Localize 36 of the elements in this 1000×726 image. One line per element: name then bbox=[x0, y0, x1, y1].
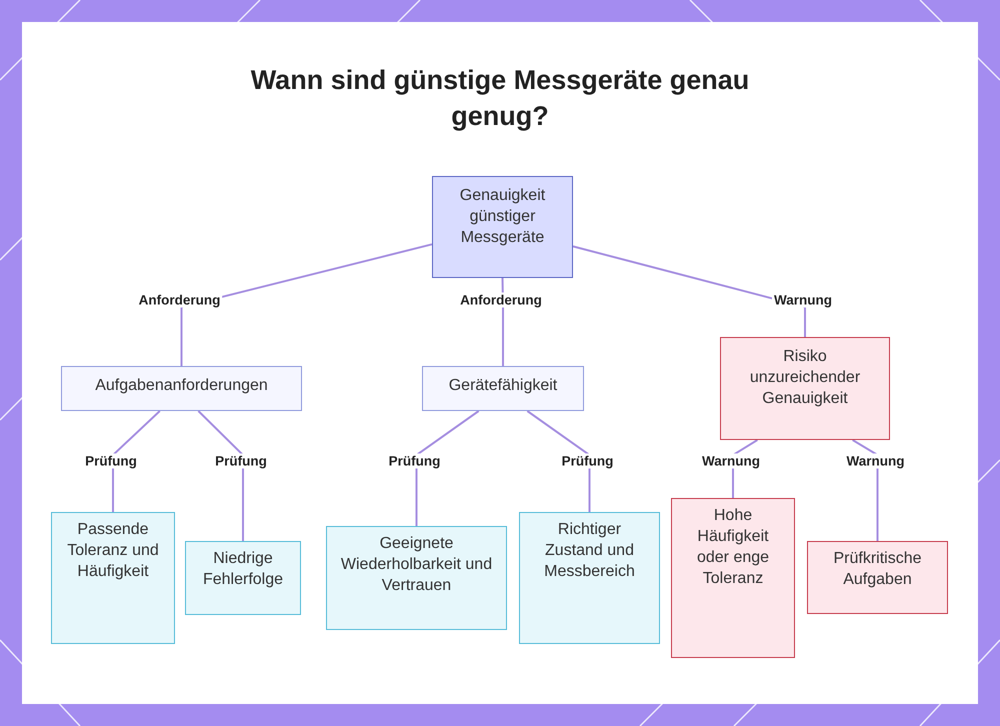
edge-label: Prüfung bbox=[213, 454, 269, 468]
edge-label: Prüfung bbox=[560, 454, 616, 468]
connector-line bbox=[416, 410, 480, 526]
connector-line bbox=[526, 410, 590, 512]
node-text: Risiko unzureichender Genauigkeit bbox=[748, 347, 862, 409]
edge-label: Anforderung bbox=[458, 292, 544, 308]
connector-line bbox=[852, 439, 878, 541]
node-text: Hohe Häufigkeit oder enge Toleranz bbox=[696, 506, 770, 589]
node-text: Richtiger Zustand und Messbereich bbox=[543, 520, 636, 582]
edge-label: Prüfung bbox=[83, 454, 139, 468]
node-text: Niedrige Fehlerfolge bbox=[202, 549, 284, 590]
warning-box bbox=[671, 498, 795, 658]
edge-label: Anforderung bbox=[136, 292, 222, 308]
topic-box bbox=[185, 541, 301, 615]
topic-box bbox=[432, 176, 573, 278]
warning-box bbox=[807, 541, 948, 614]
topic-box bbox=[519, 512, 660, 644]
connector-line bbox=[198, 410, 244, 541]
topic-box bbox=[422, 366, 584, 411]
edge-label: Prüfung bbox=[386, 454, 442, 468]
connector-line bbox=[112, 410, 160, 512]
edge-label: Warnung bbox=[772, 292, 834, 308]
node-text: Genauigkeit günstiger Messgeräte bbox=[458, 186, 546, 248]
topic-box bbox=[61, 366, 302, 411]
node-text: Geeignete Wiederholbarkeit und Vertrauen bbox=[340, 534, 494, 596]
topic-box bbox=[51, 512, 175, 644]
edge-label: Warnung bbox=[844, 454, 906, 468]
warning-box bbox=[720, 337, 890, 440]
node-text: Prüfkritische Aufgaben bbox=[832, 549, 923, 590]
edge-label: Warnung bbox=[700, 454, 762, 468]
node-text: Aufgabenanforderungen bbox=[95, 376, 268, 396]
node-text: Passende Toleranz und Häufigkeit bbox=[66, 520, 160, 582]
connector-line bbox=[572, 245, 806, 337]
topic-box bbox=[326, 526, 507, 630]
title: Wann sind günstige Messgeräte genau genug? bbox=[250, 64, 750, 133]
node-text: Gerätefähigkeit bbox=[448, 376, 558, 396]
